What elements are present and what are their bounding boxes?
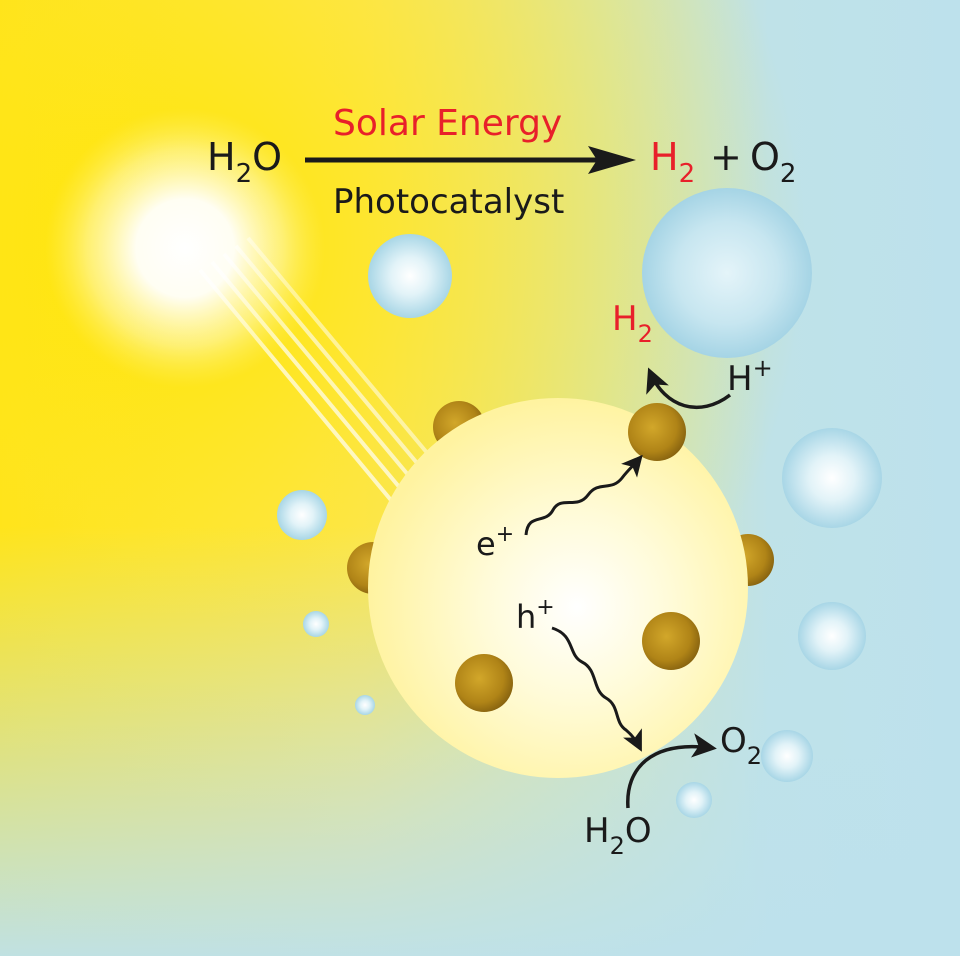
h-plus-label: H+ — [727, 354, 773, 399]
bubble — [368, 234, 452, 318]
plus-sign: + — [710, 135, 742, 179]
oxygen-evolution-arrow — [626, 733, 717, 809]
hole-label: h+ — [516, 595, 555, 636]
energy-label: Solar Energy — [333, 103, 562, 144]
sun-icon — [45, 108, 325, 388]
electron-path-arrow — [524, 454, 643, 536]
cocatalyst-dot — [455, 654, 513, 712]
o2-output-label: O2 — [720, 721, 762, 770]
photocatalyst-particle — [368, 398, 748, 778]
reaction-arrowhead — [588, 146, 636, 174]
product-o2: O2 — [750, 135, 796, 189]
hydrogen-bubble — [642, 188, 812, 358]
bubble — [782, 428, 882, 528]
product-h2: H2 — [650, 135, 695, 189]
h2-output-label: H2 — [612, 299, 653, 348]
electron-label: e+ — [476, 522, 514, 563]
h2o-input-label: H2O — [584, 811, 652, 860]
hydrogen-evolution-arrow — [646, 367, 732, 410]
reactant-h2o: H2O — [207, 135, 282, 189]
bubble — [277, 490, 327, 540]
catalyst-label: Photocatalyst — [333, 182, 564, 222]
bubble — [798, 602, 866, 670]
cocatalyst-dot — [628, 403, 686, 461]
bubble — [761, 730, 813, 782]
hole-path-arrow — [551, 626, 642, 752]
bubble — [303, 611, 329, 637]
cocatalyst-dot — [642, 612, 700, 670]
bubble — [355, 695, 375, 715]
bubble — [676, 782, 712, 818]
